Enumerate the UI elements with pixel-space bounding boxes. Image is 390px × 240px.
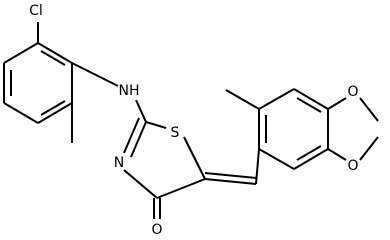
nh-atom-label: NH bbox=[119, 83, 140, 99]
bond-c4-n bbox=[123, 169, 158, 199]
double-bond-c5-ch bbox=[204, 172, 257, 179]
bond-aryl-nh bbox=[71, 62, 119, 87]
bond bbox=[258, 88, 295, 110]
bond-methyl bbox=[225, 89, 260, 110]
bond-ch-aryl bbox=[255, 148, 260, 185]
bond-c-o-top bbox=[327, 97, 347, 110]
benzodioxole-benzene-ring bbox=[258, 88, 329, 170]
bond bbox=[37, 42, 73, 64]
bond bbox=[293, 148, 329, 170]
bond bbox=[37, 102, 73, 124]
sulfur-atom-label: S bbox=[171, 125, 180, 141]
bond-n-c2 bbox=[130, 121, 147, 158]
double-bond-inner bbox=[40, 100, 66, 116]
bond-o-ch2-top bbox=[359, 97, 379, 122]
double-bond-inner bbox=[296, 97, 322, 113]
double-bond-inner bbox=[296, 145, 322, 161]
double-bond-n-c2 bbox=[123, 117, 140, 154]
bond-c2-s bbox=[145, 121, 167, 129]
bond bbox=[3, 102, 39, 124]
bond-c-o-bottom bbox=[327, 148, 347, 161]
thiazolone-ring bbox=[123, 117, 206, 199]
bond bbox=[3, 42, 39, 64]
bond-c5-ch bbox=[204, 178, 257, 185]
nitrogen-atom-label: N bbox=[114, 155, 124, 171]
dioxole-ring bbox=[327, 97, 379, 161]
dioxole-oxygen-top-label: O bbox=[347, 84, 358, 100]
bond bbox=[258, 148, 295, 170]
double-bond-inner bbox=[40, 50, 66, 66]
dioxole-oxygen-bottom-label: O bbox=[347, 158, 358, 174]
bond bbox=[293, 88, 329, 110]
bond-nh-c2 bbox=[135, 99, 147, 123]
chlorine-atom-label: Cl bbox=[29, 3, 43, 19]
bond-s-c5 bbox=[183, 136, 206, 180]
bond-o-ch2-bottom bbox=[359, 136, 379, 161]
chlorophenyl-ring bbox=[3, 42, 73, 124]
bond-c5-c4 bbox=[156, 178, 206, 199]
carbonyl-oxygen-label: O bbox=[151, 222, 162, 238]
